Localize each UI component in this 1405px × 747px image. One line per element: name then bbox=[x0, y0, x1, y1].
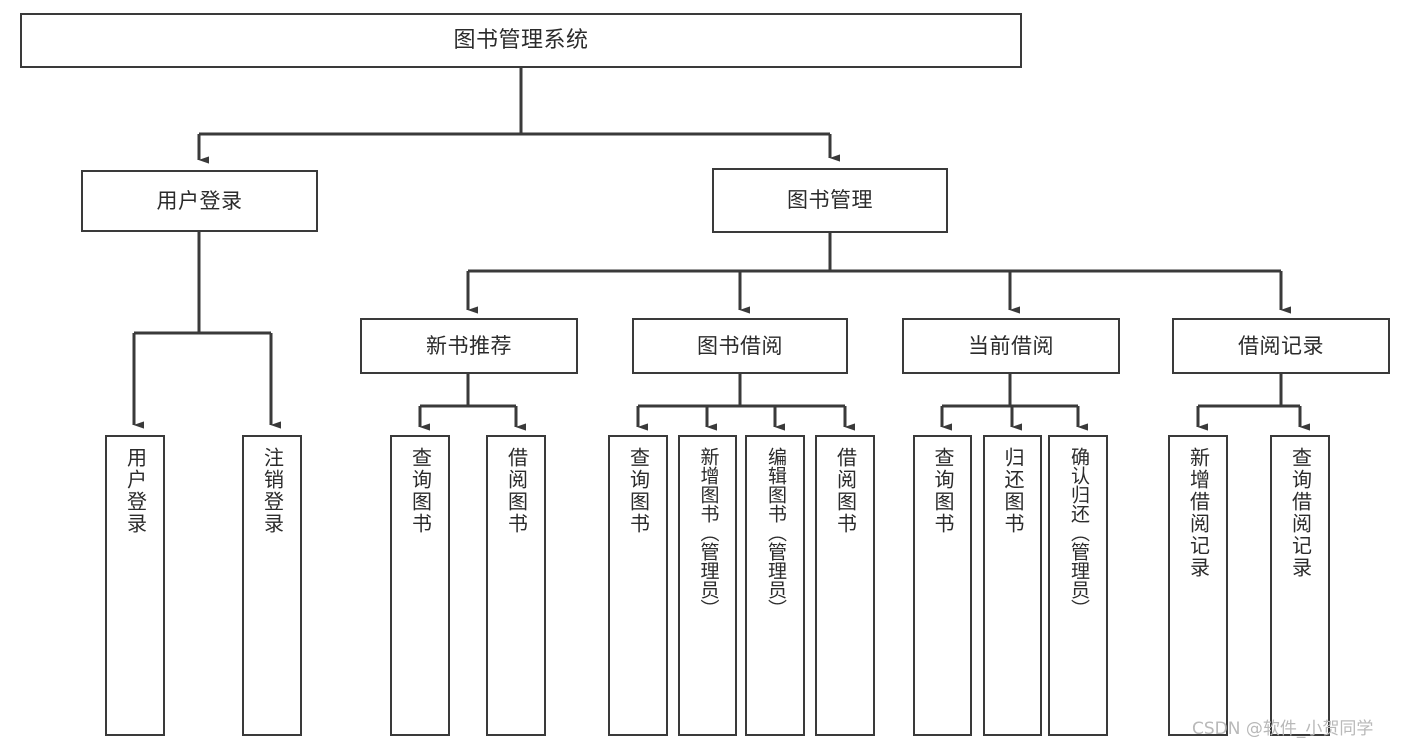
node-label: 查询图书 bbox=[408, 447, 433, 535]
node-label: 图书管理 bbox=[787, 188, 873, 213]
node-current-borrow[interactable]: 当前借阅 bbox=[902, 318, 1120, 374]
leaf-borrow-record-add[interactable]: 新增借阅记录 bbox=[1168, 435, 1228, 736]
leaf-user-login-logout[interactable]: 注销登录 bbox=[242, 435, 302, 736]
node-book-management[interactable]: 图书管理 bbox=[712, 168, 948, 233]
node-user-login[interactable]: 用户登录 bbox=[81, 170, 318, 232]
leaf-book-borrow-query[interactable]: 查询图书 bbox=[608, 435, 668, 736]
node-label: 借阅图书 bbox=[504, 447, 529, 535]
node-label: 图书借阅 bbox=[697, 333, 783, 358]
node-label: 查询图书 bbox=[626, 447, 651, 535]
leaf-user-login-login[interactable]: 用户登录 bbox=[105, 435, 165, 736]
node-borrow-record[interactable]: 借阅记录 bbox=[1172, 318, 1390, 374]
leaf-current-borrow-confirm-return[interactable]: 确认归还（管理员） bbox=[1048, 435, 1108, 736]
node-label: 用户登录 bbox=[156, 188, 243, 213]
node-label: 借阅图书 bbox=[833, 447, 858, 535]
leaf-new-book-borrow[interactable]: 借阅图书 bbox=[486, 435, 546, 736]
node-label: 借阅记录 bbox=[1238, 333, 1324, 358]
node-label: 用户登录 bbox=[123, 447, 148, 535]
csdn-watermark: CSDN @软件_小贺同学 bbox=[1192, 719, 1374, 739]
node-book-borrow[interactable]: 图书借阅 bbox=[632, 318, 848, 374]
node-root-system[interactable]: 图书管理系统 bbox=[20, 13, 1022, 68]
leaf-borrow-record-query[interactable]: 查询借阅记录 bbox=[1270, 435, 1330, 736]
leaf-current-borrow-query[interactable]: 查询图书 bbox=[913, 435, 972, 736]
node-label: 查询图书 bbox=[931, 447, 955, 535]
node-label: 编辑图书（管理员） bbox=[764, 447, 787, 618]
leaf-new-book-query[interactable]: 查询图书 bbox=[390, 435, 450, 736]
node-label: 确认归还（管理员） bbox=[1067, 447, 1090, 618]
leaf-current-borrow-return[interactable]: 归还图书 bbox=[983, 435, 1042, 736]
leaf-book-borrow-edit[interactable]: 编辑图书（管理员） bbox=[745, 435, 805, 736]
leaf-book-borrow-borrow[interactable]: 借阅图书 bbox=[815, 435, 875, 736]
node-label: 新书推荐 bbox=[426, 333, 512, 358]
node-label: 新增图书（管理员） bbox=[697, 447, 720, 618]
node-label: 新增借阅记录 bbox=[1186, 447, 1211, 579]
node-label: 当前借阅 bbox=[968, 333, 1054, 358]
node-new-book-recommend[interactable]: 新书推荐 bbox=[360, 318, 578, 374]
leaf-book-borrow-add[interactable]: 新增图书（管理员） bbox=[678, 435, 737, 736]
node-label: 归还图书 bbox=[1001, 447, 1025, 535]
node-label: 图书管理系统 bbox=[453, 27, 589, 53]
node-label: 查询借阅记录 bbox=[1288, 447, 1313, 579]
node-label: 注销登录 bbox=[260, 447, 285, 535]
